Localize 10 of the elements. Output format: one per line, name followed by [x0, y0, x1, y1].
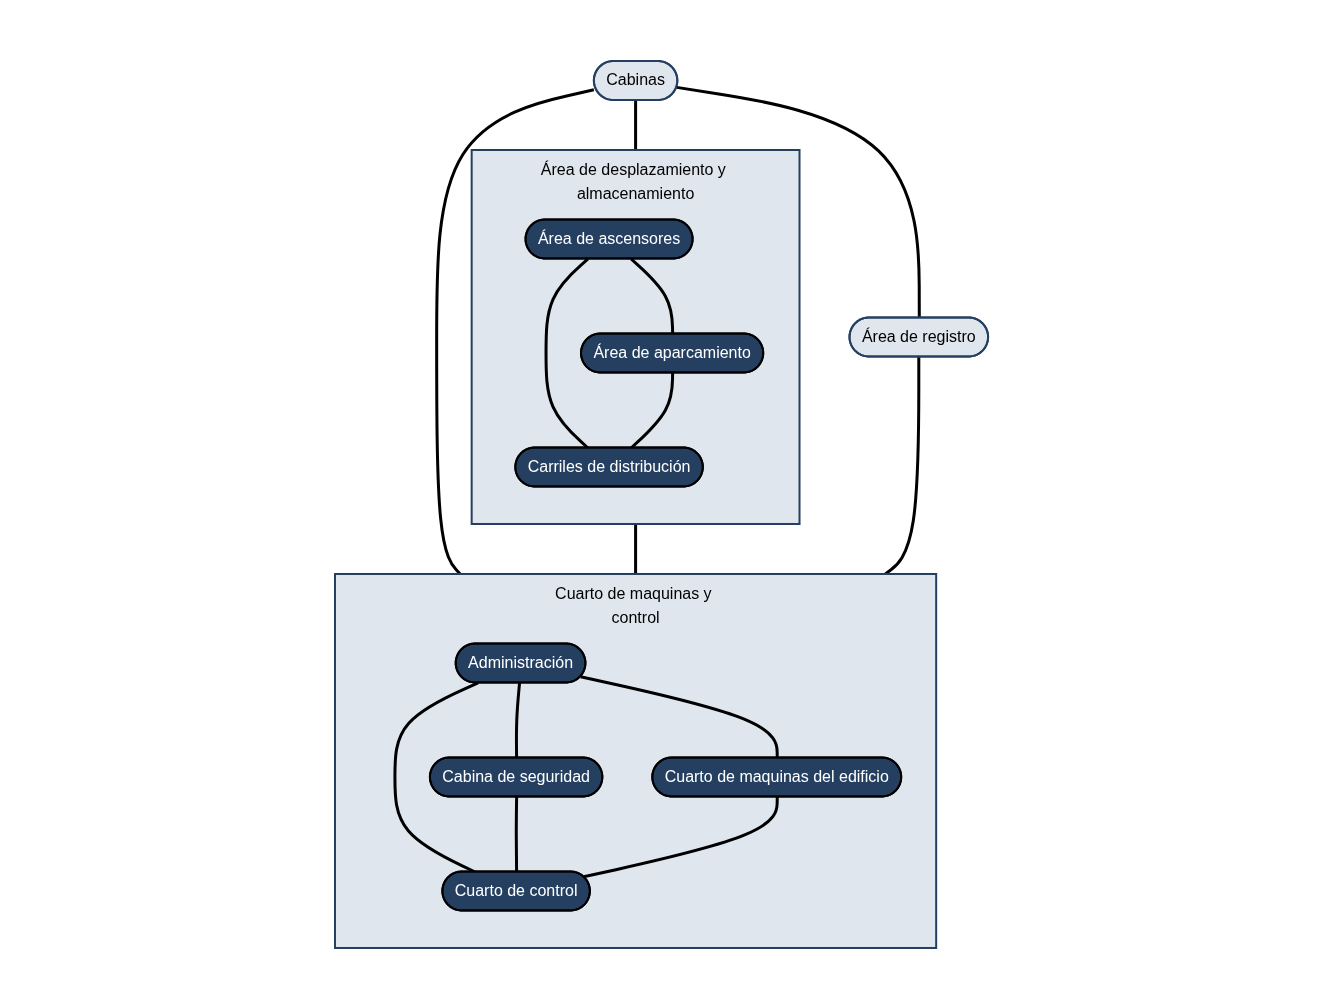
connector	[583, 796, 780, 878]
connector	[515, 796, 519, 872]
connector	[630, 257, 675, 334]
connector	[884, 356, 921, 575]
connector	[634, 99, 638, 150]
connector	[435, 87, 595, 575]
connector	[515, 682, 522, 758]
connector	[634, 523, 638, 574]
connector	[580, 674, 780, 758]
connector	[676, 85, 922, 318]
